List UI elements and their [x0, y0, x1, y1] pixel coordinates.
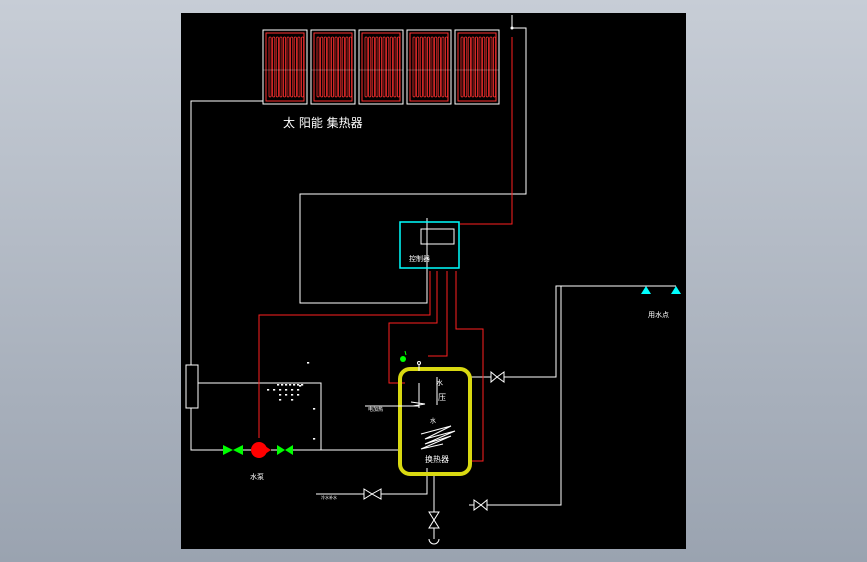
- hot-outlet-valve: [490, 370, 505, 384]
- heat-exchanger-label: 换热器: [425, 454, 449, 464]
- tank-label-top1: 水: [436, 378, 443, 387]
- tap-point-left-icon: [641, 286, 651, 294]
- electric-heater: 电加热: [365, 405, 419, 413]
- collector-panel: [310, 29, 356, 105]
- tap-water-label: 用水点: [648, 310, 669, 319]
- bypass-valve: [473, 498, 488, 512]
- pump-valve-right: [277, 445, 293, 455]
- aux-heater-mark: [313, 438, 316, 440]
- aux-heater-mark: [281, 384, 284, 386]
- aux-heater-mark: [279, 394, 282, 396]
- collector-panel: [262, 29, 308, 105]
- aux-heater-mark: [301, 384, 304, 386]
- vent-valve-icon: [400, 350, 421, 371]
- drain-outlet-icon: [428, 538, 440, 545]
- aux-heater-mark: [293, 384, 296, 386]
- aux-heater-mark: [279, 389, 282, 391]
- hot-supply-pipes: [258, 37, 513, 462]
- aux-heater-mark: [289, 384, 292, 386]
- controller-label: 控制器: [409, 254, 430, 263]
- aux-heater-mark: [277, 384, 280, 386]
- cold-inlet-label: 冷水补水: [321, 494, 337, 500]
- aux-heater-mark: [313, 408, 316, 410]
- cold-return-pipes: [190, 27, 641, 539]
- aux-heater-mark: [297, 389, 300, 391]
- cad-viewport: 太 阳能 集热器 控制器 水: [181, 13, 686, 549]
- collector-panel: [454, 29, 500, 105]
- aux-heater-mark: [285, 394, 288, 396]
- tank-pressure-label: 压: [438, 393, 446, 402]
- aux-heater-mark: [299, 385, 302, 387]
- aux-heater-mark: [307, 362, 310, 364]
- tank-label-top2: 水: [430, 417, 436, 425]
- auxiliary-heater-box: [267, 362, 316, 440]
- temperature-sensor-icon: [510, 15, 514, 30]
- collector-panel: [358, 29, 404, 105]
- aux-heater-mark: [291, 389, 294, 391]
- solar-collector-array: [262, 29, 500, 105]
- aux-heater-mark: [297, 394, 300, 396]
- aux-heater-mark: [297, 384, 300, 386]
- controller-box: 控制器: [399, 221, 460, 269]
- aux-heater-mark: [291, 394, 294, 396]
- cold-inlet-valve: [363, 488, 382, 500]
- aux-heater-mark: [279, 399, 282, 401]
- collector-label: 太 阳能 集热器: [283, 115, 363, 130]
- solar-heating-schematic: 太 阳能 集热器 控制器 水: [185, 15, 681, 545]
- pump-valve-left: [223, 445, 243, 455]
- aux-heater-mark: [267, 389, 270, 391]
- storage-tank: 水 水 压 换热器: [398, 367, 472, 476]
- aux-heater-mark: [285, 389, 288, 391]
- pump-label: 水泵: [250, 472, 264, 481]
- pump-icon: 水泵: [250, 442, 271, 481]
- collector-panel: [406, 29, 452, 105]
- drain-valve: [428, 511, 440, 529]
- mixing-valve: [185, 364, 205, 409]
- aux-heater-mark: [285, 384, 288, 386]
- tap-point-right-icon: [671, 286, 681, 294]
- aux-heater-mark: [273, 389, 276, 391]
- heater-label: 电加热: [368, 406, 383, 413]
- aux-heater-mark: [291, 399, 294, 401]
